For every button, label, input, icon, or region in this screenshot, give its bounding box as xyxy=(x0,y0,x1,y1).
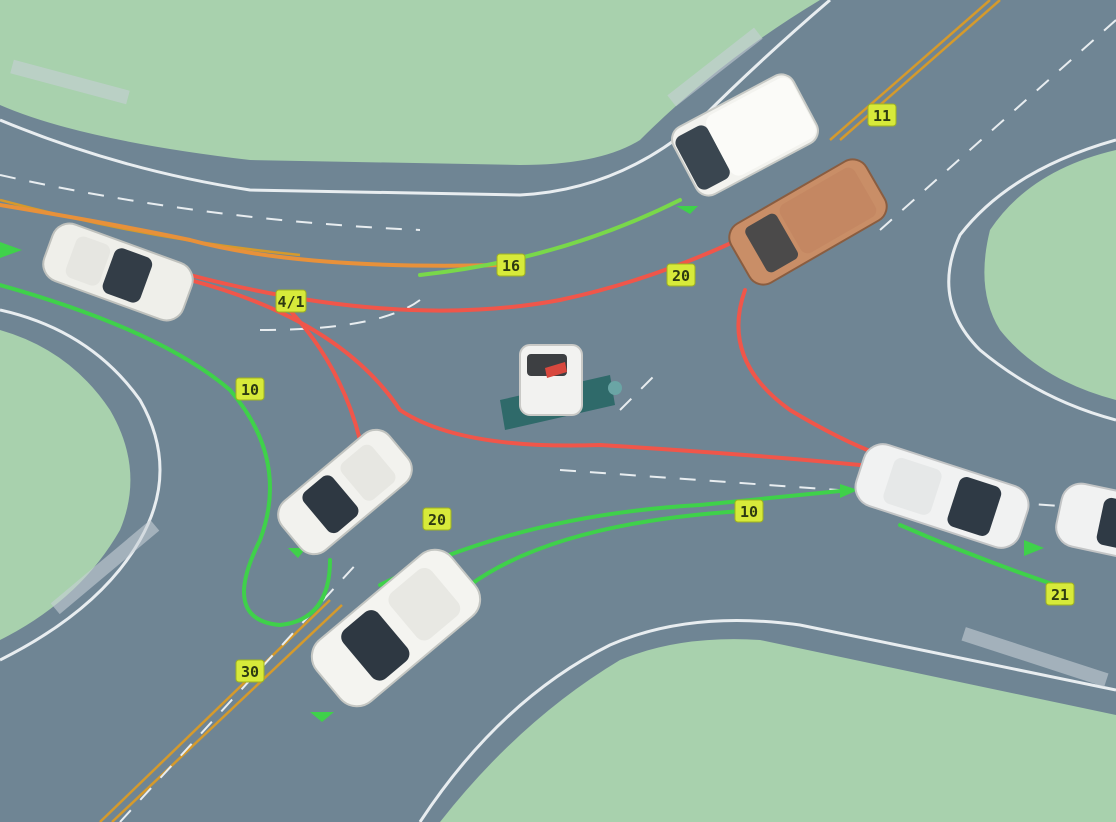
arrow-van xyxy=(676,206,698,214)
brown-suv[interactable] xyxy=(723,154,892,291)
left-sedan[interactable] xyxy=(38,218,198,325)
tag-16-label: 16 xyxy=(502,257,520,275)
path-red-right xyxy=(736,288,882,457)
arrow-left xyxy=(0,242,22,258)
tag-20-right: 20 xyxy=(666,263,696,287)
white-van[interactable] xyxy=(667,70,823,201)
mid-sedan[interactable] xyxy=(271,422,419,561)
grass-right xyxy=(984,150,1116,400)
far-right-car[interactable] xyxy=(1052,480,1116,568)
tag-4-label: 4/1 xyxy=(277,293,304,311)
tag-11-top: 11 xyxy=(867,103,897,127)
arrow-markers xyxy=(0,206,1044,722)
path-red-short xyxy=(278,298,362,442)
path-green-lower xyxy=(378,488,852,587)
grass-left xyxy=(0,330,131,640)
grass-bottom xyxy=(440,639,1116,822)
path-green-lower2 xyxy=(468,508,762,587)
tag-20-right-label: 20 xyxy=(672,267,690,285)
arrow-front xyxy=(310,712,334,722)
tag-10-left: 10 xyxy=(235,377,265,401)
tag-10-left-label: 10 xyxy=(241,381,259,399)
front-sedan[interactable] xyxy=(303,541,489,715)
tag-21-label: 21 xyxy=(1051,586,1069,604)
crosswalks xyxy=(10,27,1109,687)
tag-10-right: 10 xyxy=(734,499,764,523)
arrow-right2 xyxy=(1024,540,1044,556)
arrow-mid xyxy=(288,548,306,558)
tag-21: 21 xyxy=(1045,582,1075,606)
tag-30-label: 30 xyxy=(241,663,259,681)
path-green-left xyxy=(0,283,332,627)
arrow-right xyxy=(840,484,858,498)
path-green-top xyxy=(418,198,682,277)
tag-16: 16 xyxy=(496,253,526,277)
center-robot[interactable] xyxy=(500,344,622,430)
tag-20-mid-label: 20 xyxy=(428,511,446,529)
path-red-mid xyxy=(188,278,862,467)
right-sedan[interactable] xyxy=(850,439,1033,553)
tag-20-mid: 20 xyxy=(422,507,452,531)
grass-top xyxy=(0,0,820,165)
tag-10-right-label: 10 xyxy=(740,503,758,521)
tag-11-top-label: 11 xyxy=(873,107,891,125)
tag-4: 4/1 xyxy=(275,289,307,313)
path-orange xyxy=(0,203,502,268)
tag-30: 30 xyxy=(235,659,265,683)
